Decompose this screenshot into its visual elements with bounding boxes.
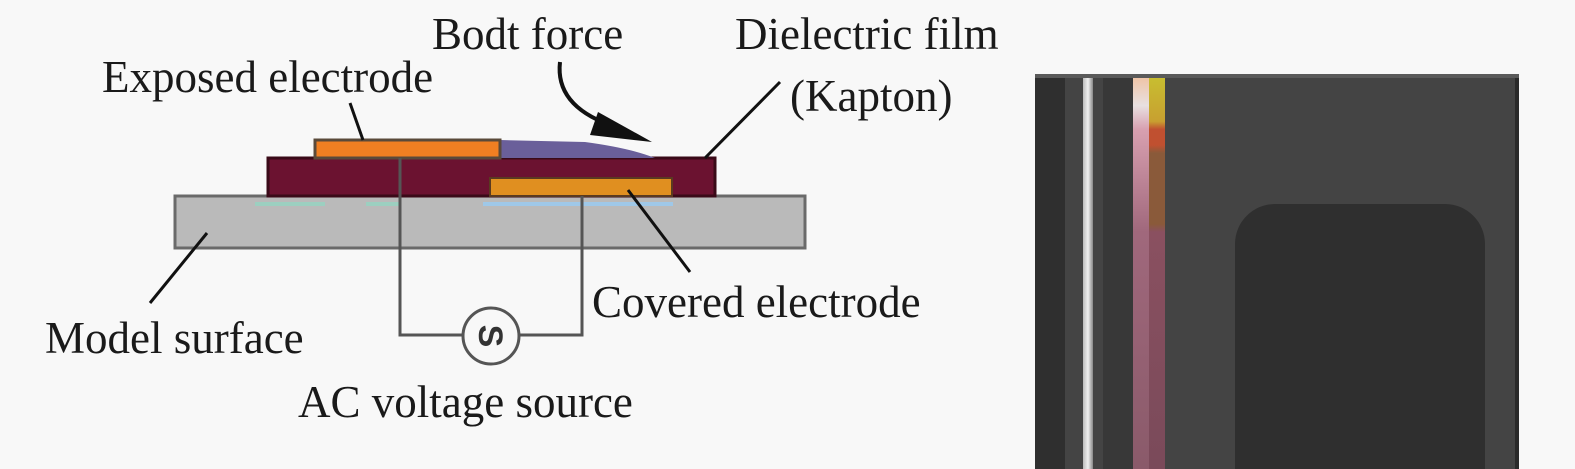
photo-shadow-region — [1235, 204, 1485, 469]
exposed-electrode — [313, 138, 502, 160]
leader-covered-electrode — [626, 189, 692, 273]
label-body-force: Bodt force — [432, 9, 624, 59]
label-ac-voltage-source: AC voltage source — [298, 377, 633, 427]
ac-source-symbol — [461, 306, 521, 366]
photo-top-edge — [1035, 74, 1519, 78]
surface-trace — [483, 202, 673, 206]
wire-covered — [520, 196, 584, 337]
label-model-surface: Model surface — [45, 313, 304, 363]
surface-trace — [255, 202, 325, 206]
body-force-arrowhead — [590, 112, 652, 142]
photo-highlight-strip — [1083, 74, 1093, 469]
photo-dark-groove — [1103, 74, 1133, 469]
leader-dielectric-film — [703, 80, 782, 160]
leader-model-surface — [148, 232, 209, 304]
plasma-region — [500, 140, 655, 158]
wire-exposed — [398, 158, 462, 337]
surface-trace — [366, 202, 401, 206]
leader-exposed-electrode — [348, 102, 365, 141]
covered-electrode — [489, 177, 673, 197]
label-dielectric-film-kapton: (Kapton) — [790, 71, 953, 121]
label-dielectric-film: Dielectric film — [735, 9, 999, 59]
photo-copper-strip-gold — [1149, 74, 1165, 469]
photo-shadow-edge — [1035, 74, 1065, 469]
photo-copper-strip-pink — [1133, 74, 1149, 469]
label-exposed-electrode: Exposed electrode — [102, 52, 434, 102]
photo-right-edge — [1515, 74, 1519, 469]
actuator-schematic: S — [148, 61, 807, 366]
actuator-photo — [1035, 74, 1519, 469]
ac-source-glyph: S — [471, 325, 509, 348]
label-covered-electrode: Covered electrode — [592, 277, 921, 327]
